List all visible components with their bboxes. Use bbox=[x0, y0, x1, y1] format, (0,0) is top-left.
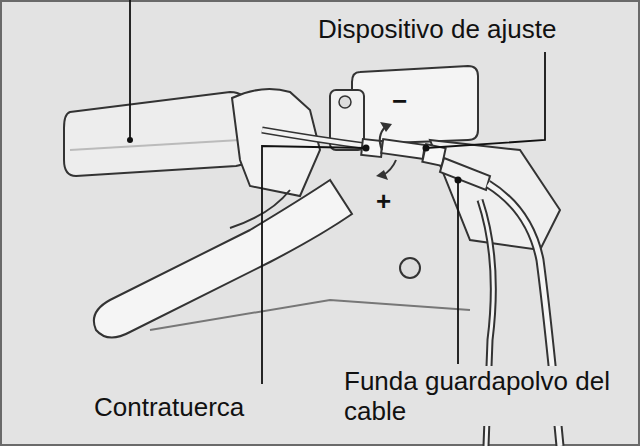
adjust-sign: + bbox=[374, 186, 393, 216]
part-label: Funda guardapolvo del cable bbox=[342, 366, 634, 426]
adjust-sign: − bbox=[390, 86, 409, 116]
part-label: Contratuerca bbox=[92, 392, 246, 422]
part-label: Dispositivo de ajuste bbox=[316, 14, 558, 44]
